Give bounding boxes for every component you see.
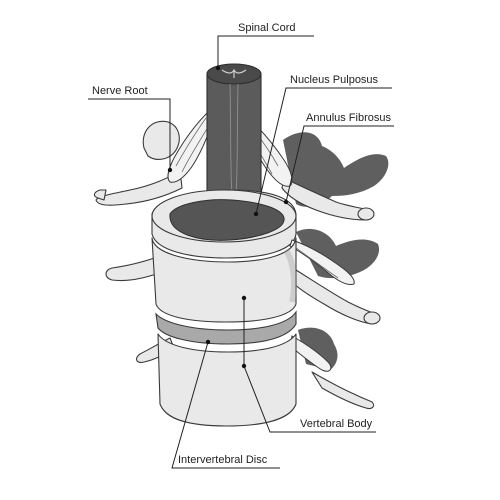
spinal-cord <box>206 63 262 201</box>
intervertebral-disc <box>155 310 297 345</box>
label-nucleus-pulposus: Nucleus Pulposus <box>253 74 392 217</box>
nucleus-pulposus-label: Nucleus Pulposus <box>290 74 379 86</box>
label-intervertebral-disc: Intervertebral Disc <box>171 339 280 469</box>
label-nerve-root: Nerve Root <box>88 85 173 173</box>
upper-disc <box>151 189 297 259</box>
vertebral-body <box>151 237 297 323</box>
label-annulus-fibrosus: Annulus Fibrosus <box>283 112 394 205</box>
vertebral-body-label: Vertebral Body <box>300 418 373 430</box>
upper-right-process <box>281 177 375 221</box>
spinal-cord-label: Spinal Cord <box>238 22 295 34</box>
label-spinal-cord: Spinal Cord <box>215 22 314 71</box>
upper-left-process <box>93 120 183 206</box>
intervertebral-disc-label: Intervertebral Disc <box>178 454 268 466</box>
lower-vertebral-body <box>157 333 297 427</box>
nerve-root-label: Nerve Root <box>92 85 148 97</box>
lower-right-process <box>289 335 375 410</box>
middle-left-process <box>105 255 163 282</box>
annulus-fibrosus-label: Annulus Fibrosus <box>306 112 391 124</box>
middle-right-process <box>289 239 381 325</box>
posterior-elements <box>283 132 389 370</box>
label-vertebral-body: Vertebral Body <box>241 295 376 433</box>
